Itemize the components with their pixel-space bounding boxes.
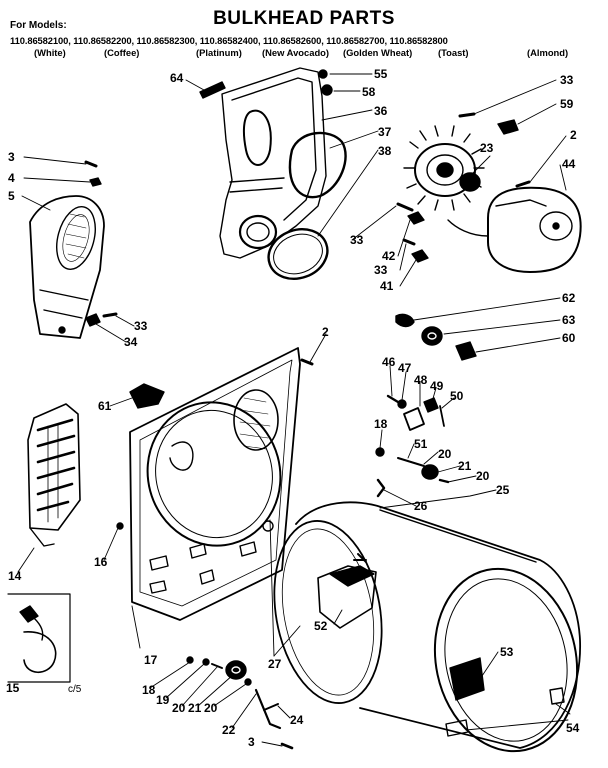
- sensor-kit-15: [7, 593, 71, 683]
- label-15: 15: [6, 681, 20, 695]
- models-label: For Models:: [10, 20, 67, 31]
- label-3-bottom: 3: [248, 735, 255, 749]
- color-coffee: (Coffee): [104, 47, 140, 58]
- label-2-mid: 2: [322, 325, 329, 339]
- label-26: 26: [414, 499, 428, 513]
- label-54: 54: [566, 721, 580, 735]
- bracket-61: [129, 383, 165, 409]
- screw-2: [300, 358, 314, 366]
- label-42: 42: [382, 249, 396, 263]
- leader-lines: [17, 73, 571, 747]
- label-24: 24: [290, 713, 304, 727]
- label-33-mid: 33: [350, 233, 364, 247]
- label-23: 23: [480, 141, 494, 155]
- tube-64: [199, 81, 226, 99]
- label-4: 4: [8, 171, 15, 185]
- label-44: 44: [562, 157, 576, 171]
- clip-34: [85, 312, 118, 327]
- label-21-bottom: 21: [188, 701, 202, 715]
- label-55: 55: [374, 67, 388, 81]
- label-18-mid: 18: [374, 417, 388, 431]
- part-labels: 64 55 58 36 37 38 33 59 2 23 44 3 4 5 33…: [6, 67, 580, 749]
- label-3-top: 3: [8, 150, 15, 164]
- door-switch-parts: [375, 394, 450, 498]
- page-title: BULKHEAD PARTS: [213, 8, 395, 29]
- color-new-avocado: (New Avocado): [262, 47, 330, 58]
- label-61: 61: [98, 399, 112, 413]
- seal-ring-38: [267, 228, 329, 280]
- baffle-52: [317, 565, 377, 629]
- label-63: 63: [562, 313, 576, 327]
- model-numbers: 110.86582100, 110.86582200, 110.86582300…: [10, 35, 448, 46]
- label-19: 19: [156, 693, 170, 707]
- color-golden-wheat: (Golden Wheat): [343, 47, 413, 58]
- blower-housing: [219, 67, 327, 259]
- idler-parts-bottom: [186, 656, 294, 750]
- baffle-53: [449, 657, 485, 701]
- label-37: 37: [378, 125, 392, 139]
- label-27: 27: [268, 657, 282, 671]
- color-toast: (Toast): [438, 47, 469, 58]
- label-34: 34: [124, 335, 138, 349]
- color-platinum: (Platinum): [196, 47, 242, 58]
- label-20-bottom-a: 20: [172, 701, 186, 715]
- duct-seal-37: [288, 131, 347, 199]
- blower-housing-44: [447, 186, 582, 273]
- screw-55-58: [318, 69, 333, 96]
- footer-code: c/5: [68, 684, 82, 695]
- label-59: 59: [560, 97, 574, 111]
- label-20-mid: 20: [438, 447, 452, 461]
- drum-slides-54: [445, 687, 565, 737]
- color-white: (White): [34, 47, 66, 58]
- bearing-23: [459, 172, 481, 192]
- label-52: 52: [314, 619, 328, 633]
- label-49: 49: [430, 379, 444, 393]
- label-33-lower: 33: [374, 263, 388, 277]
- label-60: 60: [562, 331, 576, 345]
- label-2-top: 2: [570, 128, 577, 142]
- label-51: 51: [414, 437, 428, 451]
- drum-27: [273, 501, 581, 753]
- screws-3-4: [84, 160, 102, 187]
- lint-duct-5: [29, 195, 105, 339]
- label-41: 41: [380, 279, 394, 293]
- color-almond: (Almond): [527, 47, 569, 58]
- label-38: 38: [378, 144, 392, 158]
- label-46: 46: [382, 355, 396, 369]
- bulkhead-panel-17: [116, 347, 301, 621]
- label-5: 5: [8, 189, 15, 203]
- hardware-62-63-60: [395, 313, 477, 361]
- label-22: 22: [222, 723, 236, 737]
- label-47: 47: [398, 361, 412, 375]
- label-48: 48: [414, 373, 428, 387]
- label-20-right: 20: [476, 469, 490, 483]
- label-25: 25: [496, 483, 510, 497]
- label-50: 50: [450, 389, 464, 403]
- label-14: 14: [8, 569, 22, 583]
- blower-wheel: [403, 125, 485, 211]
- label-58: 58: [362, 85, 376, 99]
- label-62: 62: [562, 291, 576, 305]
- label-16: 16: [94, 555, 108, 569]
- label-36: 36: [374, 104, 388, 118]
- label-20-bottom-b: 20: [204, 701, 218, 715]
- heater-assembly-14: [27, 403, 81, 547]
- label-33-left: 33: [134, 319, 148, 333]
- label-21-mid: 21: [458, 459, 472, 473]
- fasteners-33-59: [396, 112, 531, 263]
- label-33-top: 33: [560, 73, 574, 87]
- label-64: 64: [170, 71, 184, 85]
- label-53: 53: [500, 645, 514, 659]
- label-18-bottom: 18: [142, 683, 156, 697]
- label-17: 17: [144, 653, 158, 667]
